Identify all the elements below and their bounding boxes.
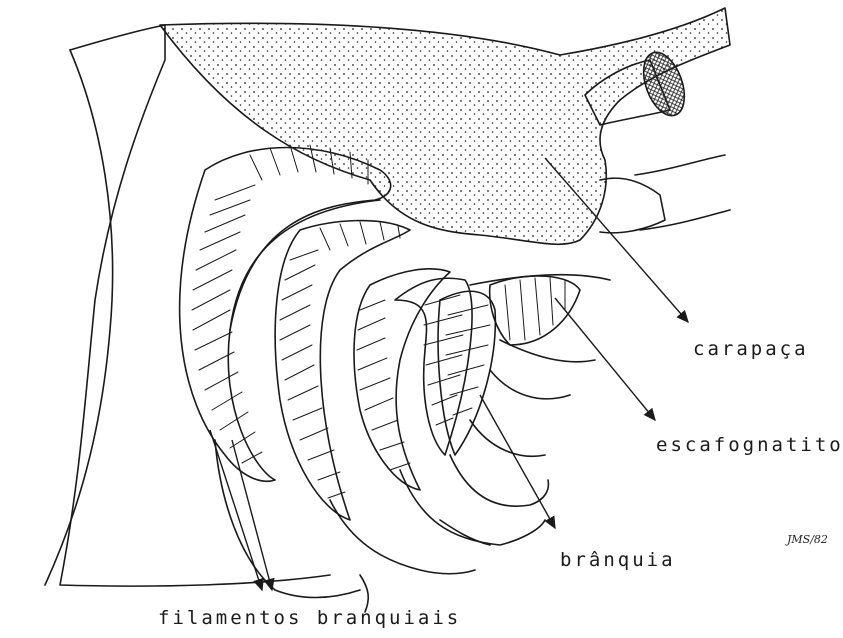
gill-arrow xyxy=(480,395,555,528)
body-outline-inner xyxy=(45,50,113,585)
carapace xyxy=(160,8,730,244)
leg-base xyxy=(215,440,360,598)
leg-base xyxy=(330,500,475,574)
gill-plume xyxy=(354,269,472,490)
leg-base xyxy=(490,370,570,399)
carapace-label: carapaça xyxy=(693,338,809,360)
artist-signature: JMS/82 xyxy=(787,533,828,546)
leg-segment xyxy=(635,155,725,175)
scaphognathite-label: escafognatito xyxy=(656,434,843,456)
leg-segment xyxy=(600,178,665,233)
leg-base xyxy=(440,520,490,545)
gill-filaments-label: filamentos branquiais xyxy=(158,607,461,629)
leg-base xyxy=(470,420,545,456)
leg-base xyxy=(400,470,545,545)
leg-segment xyxy=(640,210,730,230)
leg-base xyxy=(500,340,595,362)
leg-base xyxy=(450,455,548,506)
gill-plume xyxy=(275,221,410,520)
leg-base xyxy=(470,275,610,285)
scaphognathite-arrow xyxy=(555,298,655,420)
gill-label: brânquia xyxy=(560,549,676,571)
gill-plume xyxy=(180,148,391,482)
